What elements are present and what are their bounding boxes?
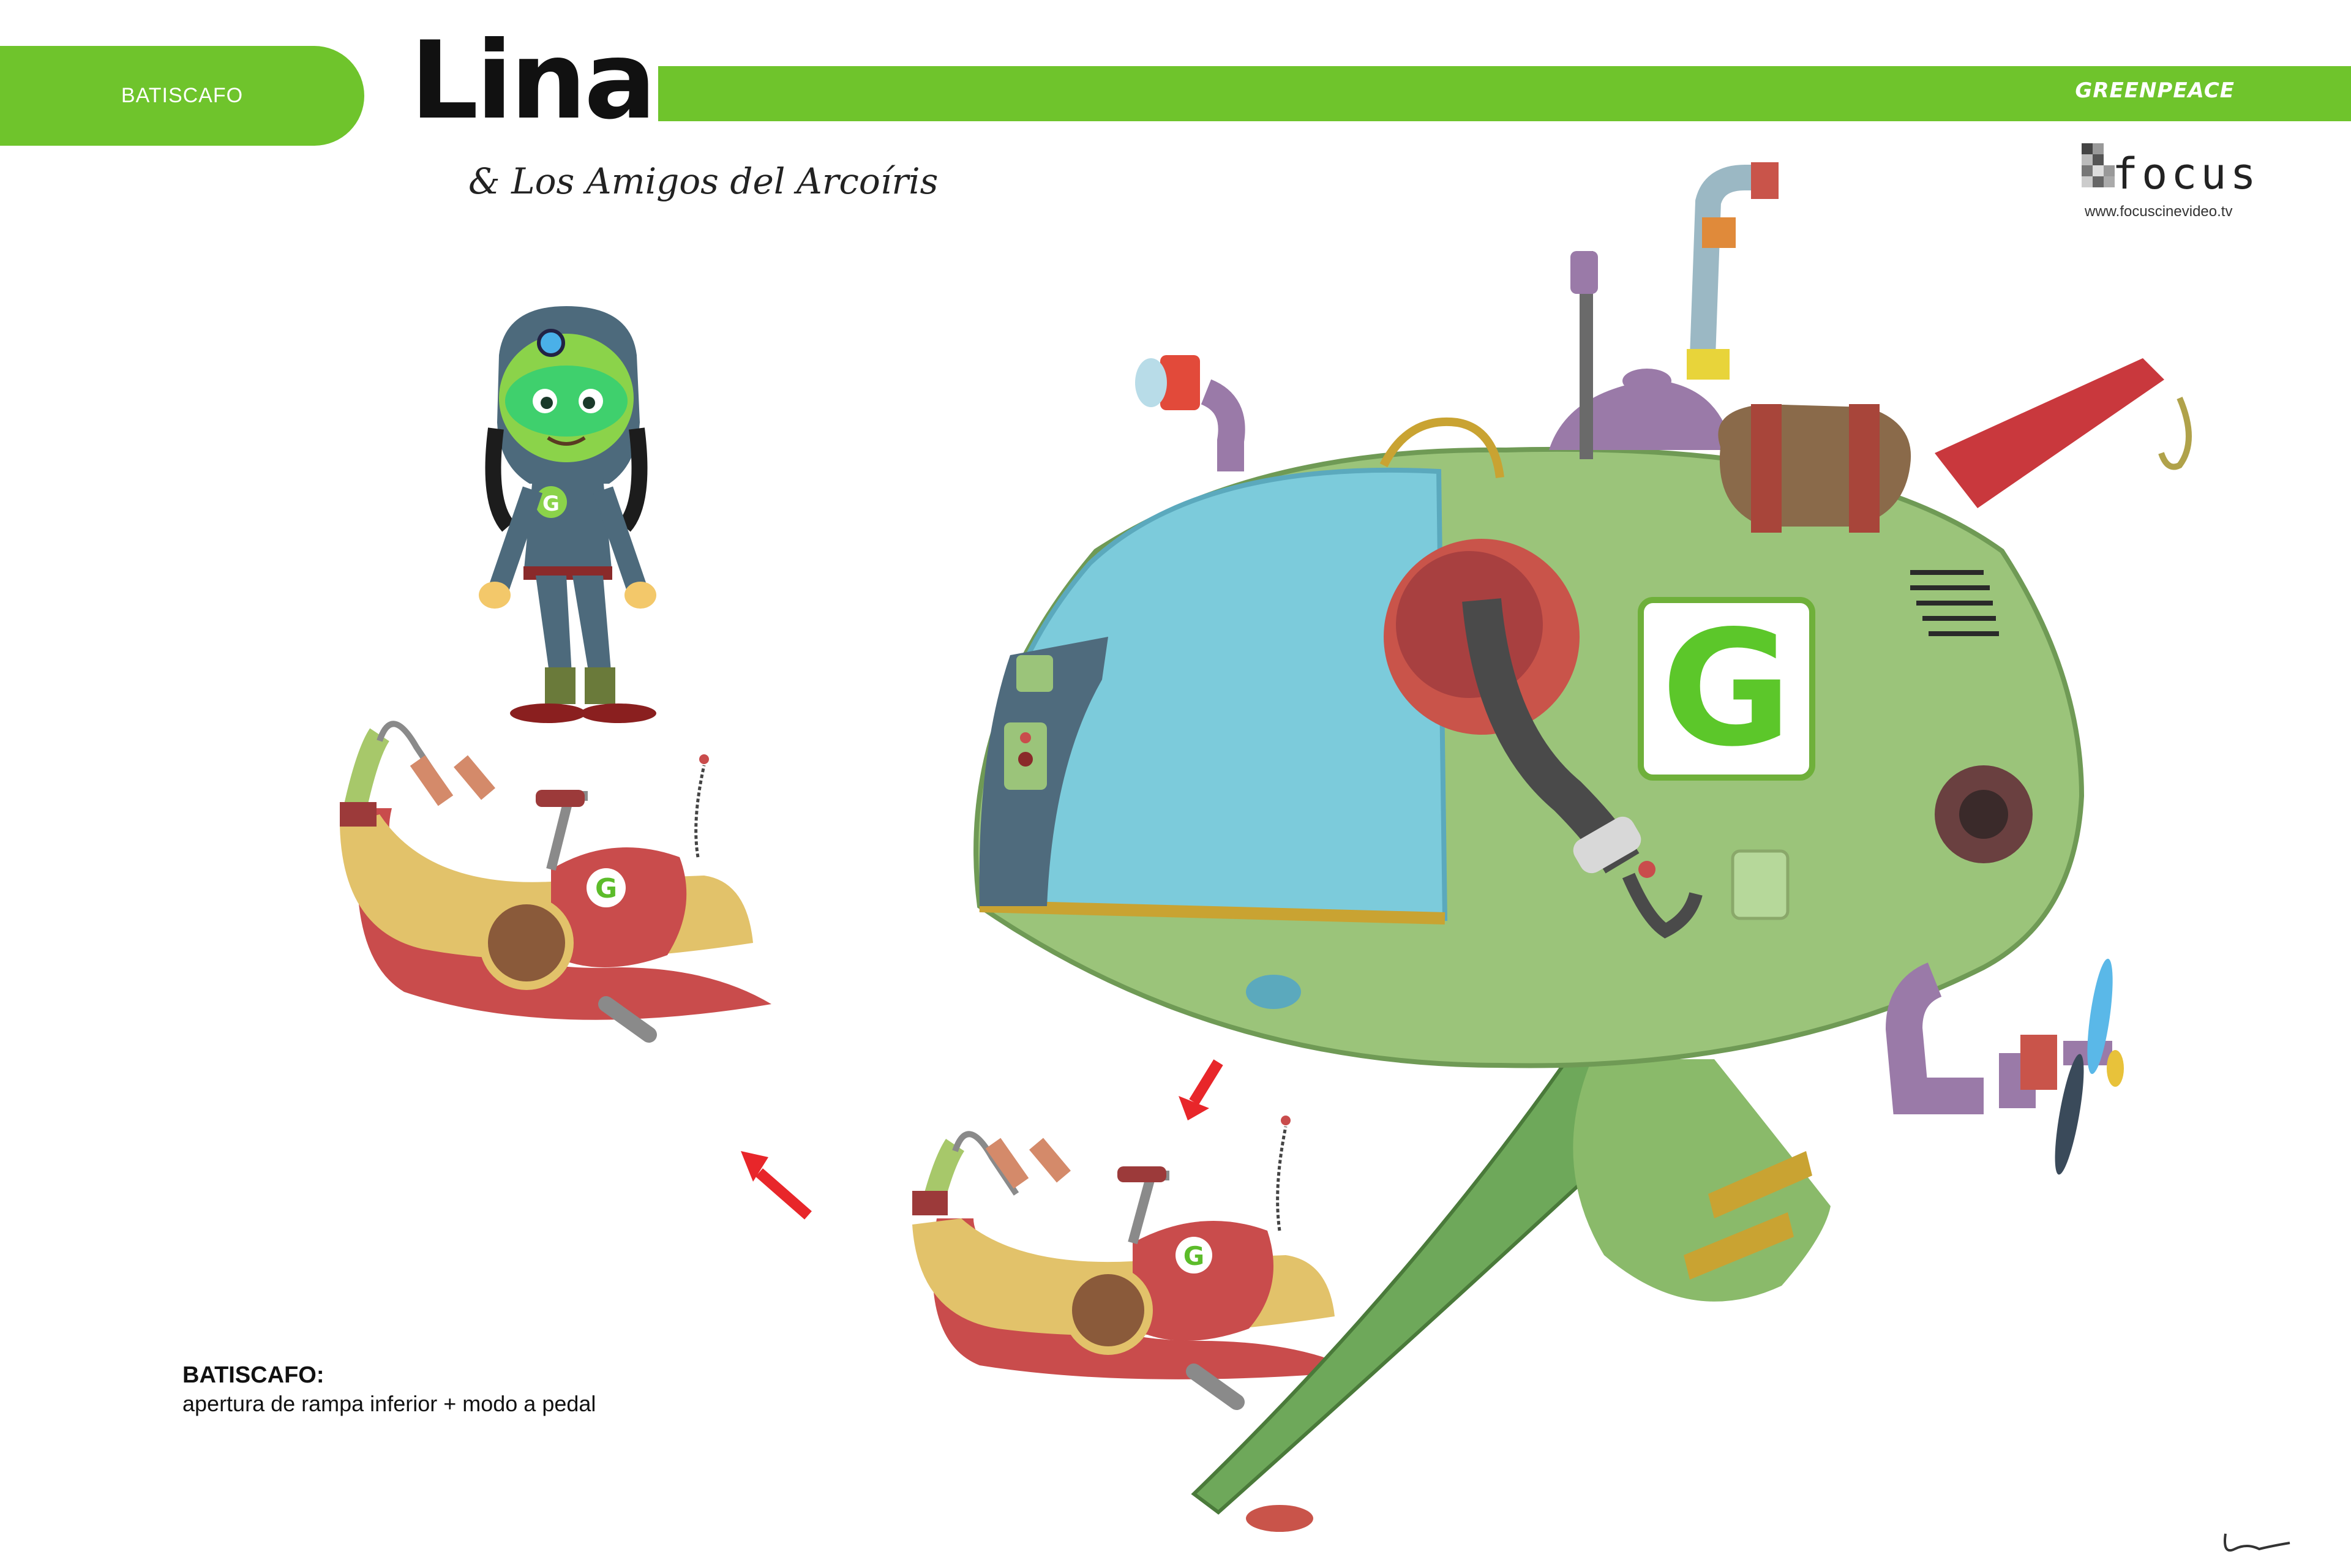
lina-character: G [479, 306, 656, 723]
pedal-pod-bottom: G [912, 1116, 1359, 1410]
g-emblem-icon: G [1661, 597, 1791, 782]
svg-text:G: G [542, 492, 560, 516]
category-tab: BATISCAFO [0, 46, 364, 146]
page-title: Lina [410, 19, 656, 143]
svg-text:G: G [1183, 1241, 1204, 1271]
focus-logo: focus [2082, 143, 2253, 199]
greenpeace-logo: GREENPEACE [2075, 78, 2235, 103]
studio-url: www.focuscinevideo.tv [2085, 203, 2233, 220]
focus-logo-text: focus [2112, 149, 2253, 199]
arrow-icon-down [1179, 1059, 1223, 1120]
caption-body: apertura de rampa inferior + modo a peda… [182, 1391, 596, 1416]
pedal-pod-left: G [340, 721, 771, 1043]
category-tab-label: BATISCAFO [121, 84, 244, 107]
caption: BATISCAFO: apertura de rampa inferior + … [182, 1362, 596, 1417]
arrow-icon-up-left [741, 1151, 812, 1220]
svg-text:G: G [595, 873, 617, 904]
caption-heading: BATISCAFO: [182, 1362, 324, 1388]
bathyscaphe: G [973, 162, 2192, 1532]
focus-logo-mosaic [2082, 143, 2115, 187]
header-bar [658, 66, 2351, 121]
page-subtitle: & Los Amigos del Arcoíris [468, 160, 939, 202]
artist-signature [2224, 1533, 2290, 1552]
